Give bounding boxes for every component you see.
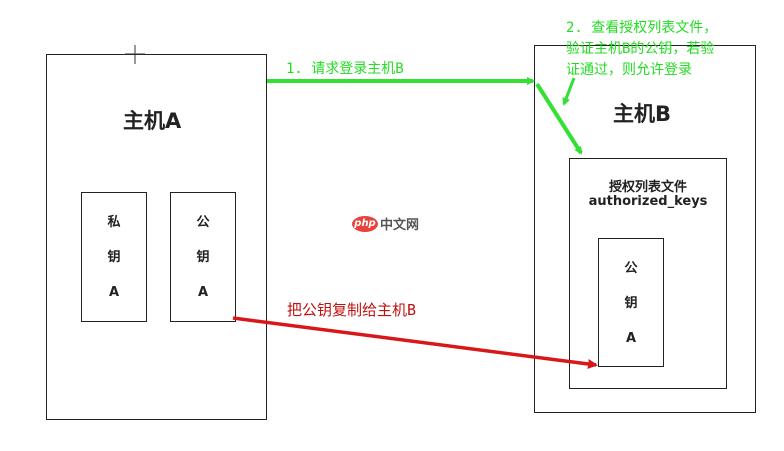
public-key-a-box: 公 钥 A	[170, 192, 236, 322]
private-key-char-3: A	[108, 285, 120, 300]
host-b-public-key-char-2: 钥	[624, 296, 638, 311]
step2-line1: 2. 查看授权列表文件，	[566, 20, 718, 36]
step1-label: 1. 请求登录主机B	[286, 61, 404, 77]
copy-key-label: 把公钥复制给主机B	[287, 301, 417, 319]
php-logo-text: 中文网	[380, 218, 420, 233]
host-b-public-key-char-1: 公	[624, 261, 638, 276]
authorized-keys-title-en: authorized_keys	[588, 194, 708, 209]
public-key-char-3: A	[197, 285, 209, 300]
copy-key-arrow	[232, 316, 598, 369]
host-b-title: 主机B	[613, 102, 672, 126]
crosshair-icon	[125, 45, 145, 64]
host-b-box: 主机B 授权列表文件 authorized_keys 公 钥 A	[534, 45, 756, 413]
verify-arrow	[535, 82, 583, 155]
step2-pointer-arrow	[562, 77, 576, 106]
public-key-char-1: 公	[196, 215, 210, 230]
step2-line3: 证通过，则允许登录	[566, 62, 692, 78]
private-key-a-box: 私 钥 A	[81, 192, 147, 322]
private-key-char-2: 钥	[107, 250, 121, 265]
host-a-box: 主机A 私 钥 A 公 钥 A	[46, 54, 267, 420]
authorized-keys-title-cn: 授权列表文件	[608, 180, 687, 195]
private-key-char-1: 私	[107, 215, 121, 230]
host-a-title: 主机A	[123, 109, 182, 133]
php-cn-logo: php 中文网	[352, 214, 419, 233]
authorized-keys-box: 授权列表文件 authorized_keys 公 钥 A	[569, 158, 727, 389]
host-b-public-key-char-3: A	[625, 331, 637, 346]
step2-line2: 验证主机B的公钥，若验	[566, 41, 715, 57]
public-key-char-2: 钥	[196, 250, 210, 265]
public-key-b-box: 公 钥 A	[598, 238, 664, 367]
php-logo-badge: php	[352, 215, 378, 232]
